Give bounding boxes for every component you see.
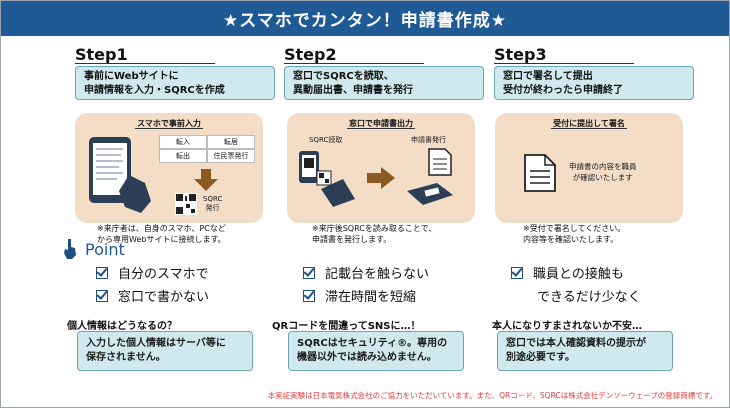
- step1-illustration: スマホで事前入力 転入 転居 転出 住民票発行 SQRC: [75, 113, 263, 223]
- faq-answer-1: 入力した個人情報はサーバ等に保存されません。: [77, 331, 253, 371]
- check-item: 滞在時間を短縮: [303, 286, 416, 305]
- step2-illustration-title: 窓口で申請書出力: [347, 119, 415, 129]
- faq-answer-2: SQRCはセキュリティ®。専用の機器以外では読み込めません。: [288, 331, 464, 371]
- step3-illustration: 受付に提出して署名 申請書の内容を職員 が確認いたします: [495, 113, 683, 223]
- faq-question-2: QRコードを間違ってSNSに…！: [272, 321, 421, 332]
- checkbox-icon: [303, 289, 315, 302]
- check-item-continued: できるだけ少なく: [537, 290, 641, 305]
- faq-question-1: 個人情報はどうなるの？: [67, 321, 177, 332]
- smartphone-hand-icon: [89, 137, 151, 213]
- faq-answer-3: 窓口では本人確認資料の提示が別途必要です。: [497, 331, 673, 371]
- step1-note: ※来庁者は、自身のスマホ、PCなどから専用Webサイトに接続します。: [97, 224, 226, 244]
- point-heading: Point: [63, 239, 125, 259]
- step2: Step2 窓口でSQRCを読取、 異動届出書、申請書を発行: [284, 46, 484, 100]
- arrow-down-icon: [194, 169, 218, 191]
- step3-illustration-title: 受付に提出して署名: [551, 119, 627, 129]
- faq-question-3: 本人になりすまされないか不安…: [492, 321, 642, 332]
- sqrc-read-label: SQRC読取: [309, 136, 343, 144]
- form-issue-label: 申請書発行: [411, 136, 446, 144]
- checkbox-icon: [96, 266, 108, 279]
- footer-note: 本実証実験は日本電気株式会社のご協力をいただいています。また、QRコード、SQR…: [267, 391, 717, 400]
- phone-scanner-icon: [299, 151, 355, 207]
- step2-description: 窓口でSQRCを読取、 異動届出書、申請書を発行: [284, 66, 484, 100]
- checkbox-icon: [511, 266, 523, 279]
- pointing-hand-icon: [64, 239, 76, 259]
- step1-illustration-title: スマホで事前入力: [135, 119, 203, 129]
- step3-description: 窓口で署名して提出 受付が終わったら申請終了: [494, 66, 694, 100]
- step2-note: ※来庁後SQRCを読み取ることで、申請書を発行します。: [312, 224, 437, 244]
- procedure-cell: 転入: [159, 135, 207, 149]
- check-item: 記載台を触らない: [303, 263, 429, 282]
- staff-confirm-text: 申請書の内容を職員 が確認いたします: [569, 162, 637, 182]
- step1: Step1 事前にWebサイトに 申請情報を入力・SQRCを作成: [75, 46, 275, 100]
- step2-label: Step2: [284, 45, 337, 64]
- step2-illustration: 窓口で申請書出力 SQRC読取 申請書発行: [287, 113, 475, 223]
- step3-note: ※受付で署名してください。内容等を確認いたします。: [523, 224, 626, 244]
- step1-label: Step1: [75, 45, 128, 64]
- procedure-grid: 転入 転居 転出 住民票発行: [159, 135, 255, 163]
- printer-document-icon: [407, 148, 453, 205]
- sqrc-issue-label: SQRC 発行: [203, 195, 223, 212]
- banner-title: ★スマホでカンタン！申請書作成★: [1, 1, 729, 36]
- procedure-cell: 住民票発行: [207, 149, 255, 163]
- qr-code-icon: [175, 193, 197, 215]
- check-item: 自分のスマホで: [96, 263, 209, 282]
- check-item: 職員との接触も: [511, 263, 624, 282]
- checkbox-icon: [96, 289, 108, 302]
- arrow-right-icon: [367, 167, 395, 189]
- point-label: Point: [85, 239, 125, 259]
- step1-description: 事前にWebサイトに 申請情報を入力・SQRCを作成: [75, 66, 275, 100]
- check-item: 窓口で書かない: [96, 286, 209, 305]
- procedure-cell: 転出: [159, 149, 207, 163]
- step3-label: Step3: [494, 45, 547, 64]
- step3: Step3 窓口で署名して提出 受付が終わったら申請終了: [494, 46, 694, 100]
- document-icon: [524, 154, 556, 192]
- checkbox-icon: [303, 266, 315, 279]
- procedure-cell: 転居: [207, 135, 255, 149]
